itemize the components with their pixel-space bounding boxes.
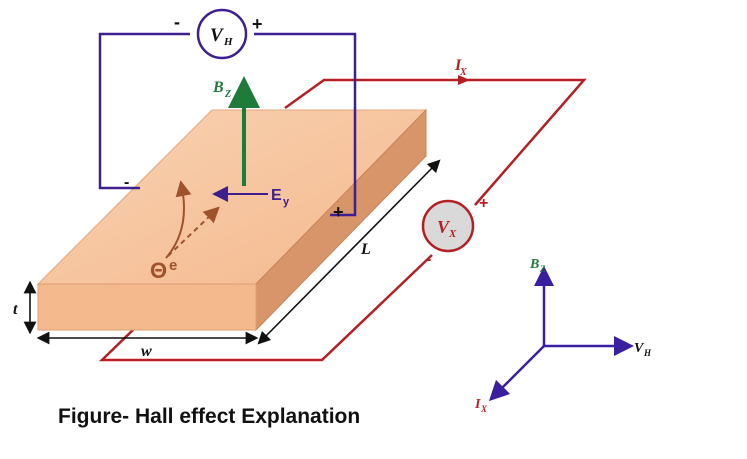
bz-label: B Z: [212, 79, 231, 100]
svg-text:V: V: [634, 341, 645, 356]
vx-plus-sign: +: [479, 195, 488, 212]
ix-label: I X: [454, 57, 467, 78]
right-contact-plus: +: [333, 202, 344, 222]
axis-bz-label: B Z: [529, 257, 546, 274]
svg-text:X: X: [480, 404, 488, 414]
electron-symbol: Θ: [150, 258, 167, 283]
svg-text:Z: Z: [539, 264, 546, 274]
width-label: w: [141, 343, 152, 360]
vx-meter: V X: [421, 199, 475, 253]
vx-meter-label: V: [437, 217, 451, 237]
vx-minus-sign: -: [426, 251, 431, 268]
axis-ix-arrow: [488, 345, 545, 402]
figure-caption: Figure- Hall effect Explanation: [58, 405, 361, 428]
length-label: L: [360, 241, 371, 258]
slab-front-face: [37, 283, 257, 331]
vh-minus-sign: -: [174, 12, 180, 32]
vh-plus-sign: +: [252, 14, 263, 34]
left-contact-minus: -: [124, 174, 129, 191]
svg-text:B: B: [529, 257, 539, 272]
vh-meter-sub: H: [223, 36, 233, 48]
svg-text:H: H: [643, 348, 652, 358]
ix-direction-arrow: [458, 75, 470, 85]
svg-text:I: I: [474, 397, 481, 412]
svg-text:E: E: [271, 187, 282, 204]
coordinate-axes: [488, 266, 634, 402]
axis-vh-label: V H: [634, 341, 652, 358]
length-dimension-arrow: [257, 159, 441, 345]
axis-ix-label: I X: [474, 397, 488, 414]
svg-text:y: y: [283, 196, 290, 208]
vh-meter: V H: [196, 8, 248, 60]
svg-text:I: I: [454, 57, 462, 74]
semiconductor-slab: [36, 108, 428, 332]
vh-meter-label: V: [210, 25, 224, 46]
electron-label: e: [169, 257, 177, 274]
svg-text:Z: Z: [224, 89, 231, 100]
svg-text:X: X: [459, 67, 467, 78]
thickness-label: t: [13, 301, 18, 318]
svg-text:B: B: [212, 79, 224, 96]
vx-meter-sub: X: [448, 228, 457, 240]
electron-straight-path: [167, 206, 220, 257]
